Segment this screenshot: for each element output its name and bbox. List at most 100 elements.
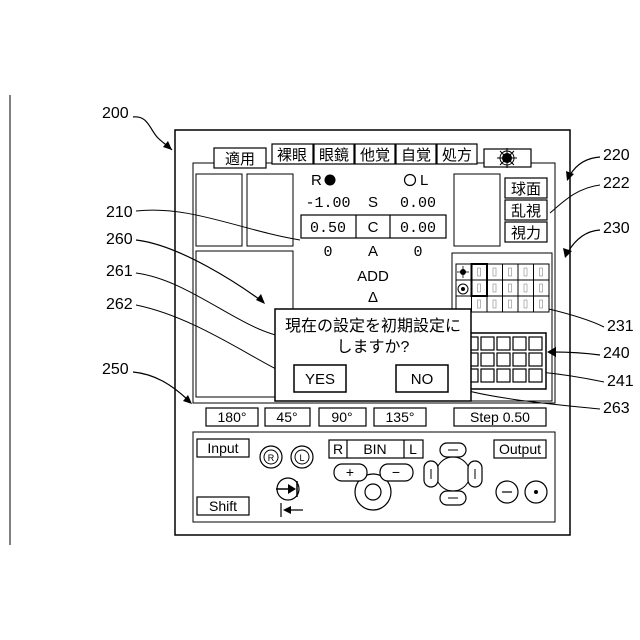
shift-arrow-button[interactable] xyxy=(276,478,299,500)
left-eye-indicator-icon xyxy=(405,175,416,186)
ref-250: 250 xyxy=(102,361,129,378)
ref-200: 200 xyxy=(102,105,129,122)
visual-acuity-button-label: 視力 xyxy=(511,225,541,242)
right-sphere-value: -1.00 xyxy=(305,195,350,212)
ref-260: 260 xyxy=(106,231,133,248)
chart-cell[interactable] xyxy=(487,264,503,280)
mode-r-button[interactable]: R xyxy=(333,441,343,457)
grid-240-cell[interactable] xyxy=(481,369,494,382)
ref-263: 263 xyxy=(603,400,630,417)
sphere-label: S xyxy=(368,194,378,211)
minus-round-button[interactable] xyxy=(496,481,518,503)
ref-231: 231 xyxy=(607,318,634,335)
tab-subjective-label: 自覚 xyxy=(401,147,431,164)
tab-naked-eye-label: 裸眼 xyxy=(277,147,307,164)
right-eye-indicator-icon xyxy=(325,175,336,186)
axis-90-label: 90° xyxy=(331,409,352,425)
chart-cell[interactable] xyxy=(487,280,503,296)
grid-240-cells xyxy=(465,337,542,382)
dialog-message-line2: しますか? xyxy=(337,338,410,356)
step-button-label: Step 0.50 xyxy=(470,409,530,425)
ref-261: 261 xyxy=(106,263,133,280)
no-button-label: NO xyxy=(411,371,434,388)
chart-cell[interactable] xyxy=(503,280,519,296)
tab-glasses-label: 眼鏡 xyxy=(319,146,349,164)
yes-button-label: YES xyxy=(305,371,335,388)
right-axis-value: 0 xyxy=(323,244,332,261)
sun-icon xyxy=(497,148,517,168)
left-eye-select-button[interactable]: L xyxy=(291,446,313,468)
chart-cell[interactable] xyxy=(518,280,534,296)
axis-45-label: 45° xyxy=(276,409,297,425)
ref-241: 241 xyxy=(607,373,634,390)
chart-cell[interactable] xyxy=(518,296,534,312)
axis-180-label: 180° xyxy=(218,409,247,425)
ref-230-leader xyxy=(568,230,600,252)
selection-grid-240 xyxy=(461,333,546,389)
grid-240-cell[interactable] xyxy=(529,369,542,382)
input-button-label: Input xyxy=(207,440,238,456)
chart-cell[interactable] xyxy=(503,264,519,280)
prism-label: Δ xyxy=(368,289,378,306)
grid-240-cell[interactable] xyxy=(481,337,494,350)
ref-262: 262 xyxy=(106,296,133,313)
grid-240-cell[interactable] xyxy=(497,337,510,350)
grid-240-cell[interactable] xyxy=(497,353,510,366)
right-cylinder-value: 0.50 xyxy=(310,220,346,237)
chart-cell[interactable] xyxy=(534,264,550,280)
chart-grid xyxy=(456,264,549,312)
ref-220: 220 xyxy=(603,147,630,164)
ref-220-leader xyxy=(570,157,600,175)
sphere-button-label: 球面 xyxy=(511,181,541,198)
chart-cell[interactable] xyxy=(472,264,488,280)
chart-cell[interactable] xyxy=(472,280,488,296)
grid-240-cell[interactable] xyxy=(481,353,494,366)
plus-button-label: + xyxy=(346,464,354,480)
ref-210: 210 xyxy=(106,204,133,221)
tab-prescription-label: 処方 xyxy=(442,147,472,164)
chart-cell[interactable] xyxy=(534,296,550,312)
chart-cell[interactable] xyxy=(534,280,550,296)
confirm-dialog: 現在の設定を初期設定に しますか? YES NO xyxy=(275,309,471,401)
chart-cell[interactable] xyxy=(518,264,534,280)
ref-200-arrowhead xyxy=(163,141,172,150)
grid-240-cell[interactable] xyxy=(529,337,542,350)
add-label: ADD xyxy=(357,268,389,285)
grid-240-cell[interactable] xyxy=(513,353,526,366)
left-eye-select-label: L xyxy=(299,453,304,463)
mode-l-button[interactable]: L xyxy=(409,441,417,457)
astigmatism-button-label: 乱視 xyxy=(511,203,541,220)
grid-240-cell[interactable] xyxy=(529,353,542,366)
light-button[interactable] xyxy=(484,148,531,168)
shift-button-label: Shift xyxy=(209,498,237,514)
chart-cell[interactable] xyxy=(503,296,519,312)
tab-objective-label: 他覚 xyxy=(360,147,390,164)
left-cylinder-value: 0.00 xyxy=(400,220,436,237)
left-eye-label: L xyxy=(420,172,428,189)
grid-240-cell[interactable] xyxy=(513,369,526,382)
grid-240-cell[interactable] xyxy=(497,369,510,382)
dot-round-button[interactable] xyxy=(525,481,547,503)
ref-240: 240 xyxy=(603,345,630,362)
cylinder-label: C xyxy=(368,219,379,236)
chart-cell[interactable] xyxy=(487,296,503,312)
axis-135-label: 135° xyxy=(386,409,415,425)
right-eye-select-label: R xyxy=(268,453,275,463)
output-button-label: Output xyxy=(499,441,541,457)
mode-bin-button[interactable]: BIN xyxy=(363,441,386,457)
minus-button-label: − xyxy=(392,464,400,480)
axis-button-row: 180° 45° 90° 135° Step 0.50 xyxy=(206,408,546,426)
left-axis-value: 0 xyxy=(413,244,422,261)
grid-240-cell[interactable] xyxy=(513,337,526,350)
chart-cell[interactable] xyxy=(472,296,488,312)
right-eye-select-button[interactable]: R xyxy=(260,446,282,468)
left-sphere-value: 0.00 xyxy=(400,195,436,212)
axis-label: A xyxy=(368,243,378,260)
dialog-message-line1: 現在の設定を初期設定に xyxy=(285,317,461,335)
tab-apply-label: 適用 xyxy=(225,150,255,168)
top-tab-bar: 適用 裸眼 眼鏡 他覚 自覚 処方 xyxy=(214,144,477,168)
right-eye-label: R xyxy=(311,172,322,189)
ref-222: 222 xyxy=(603,175,630,192)
ref-230: 230 xyxy=(603,220,630,237)
